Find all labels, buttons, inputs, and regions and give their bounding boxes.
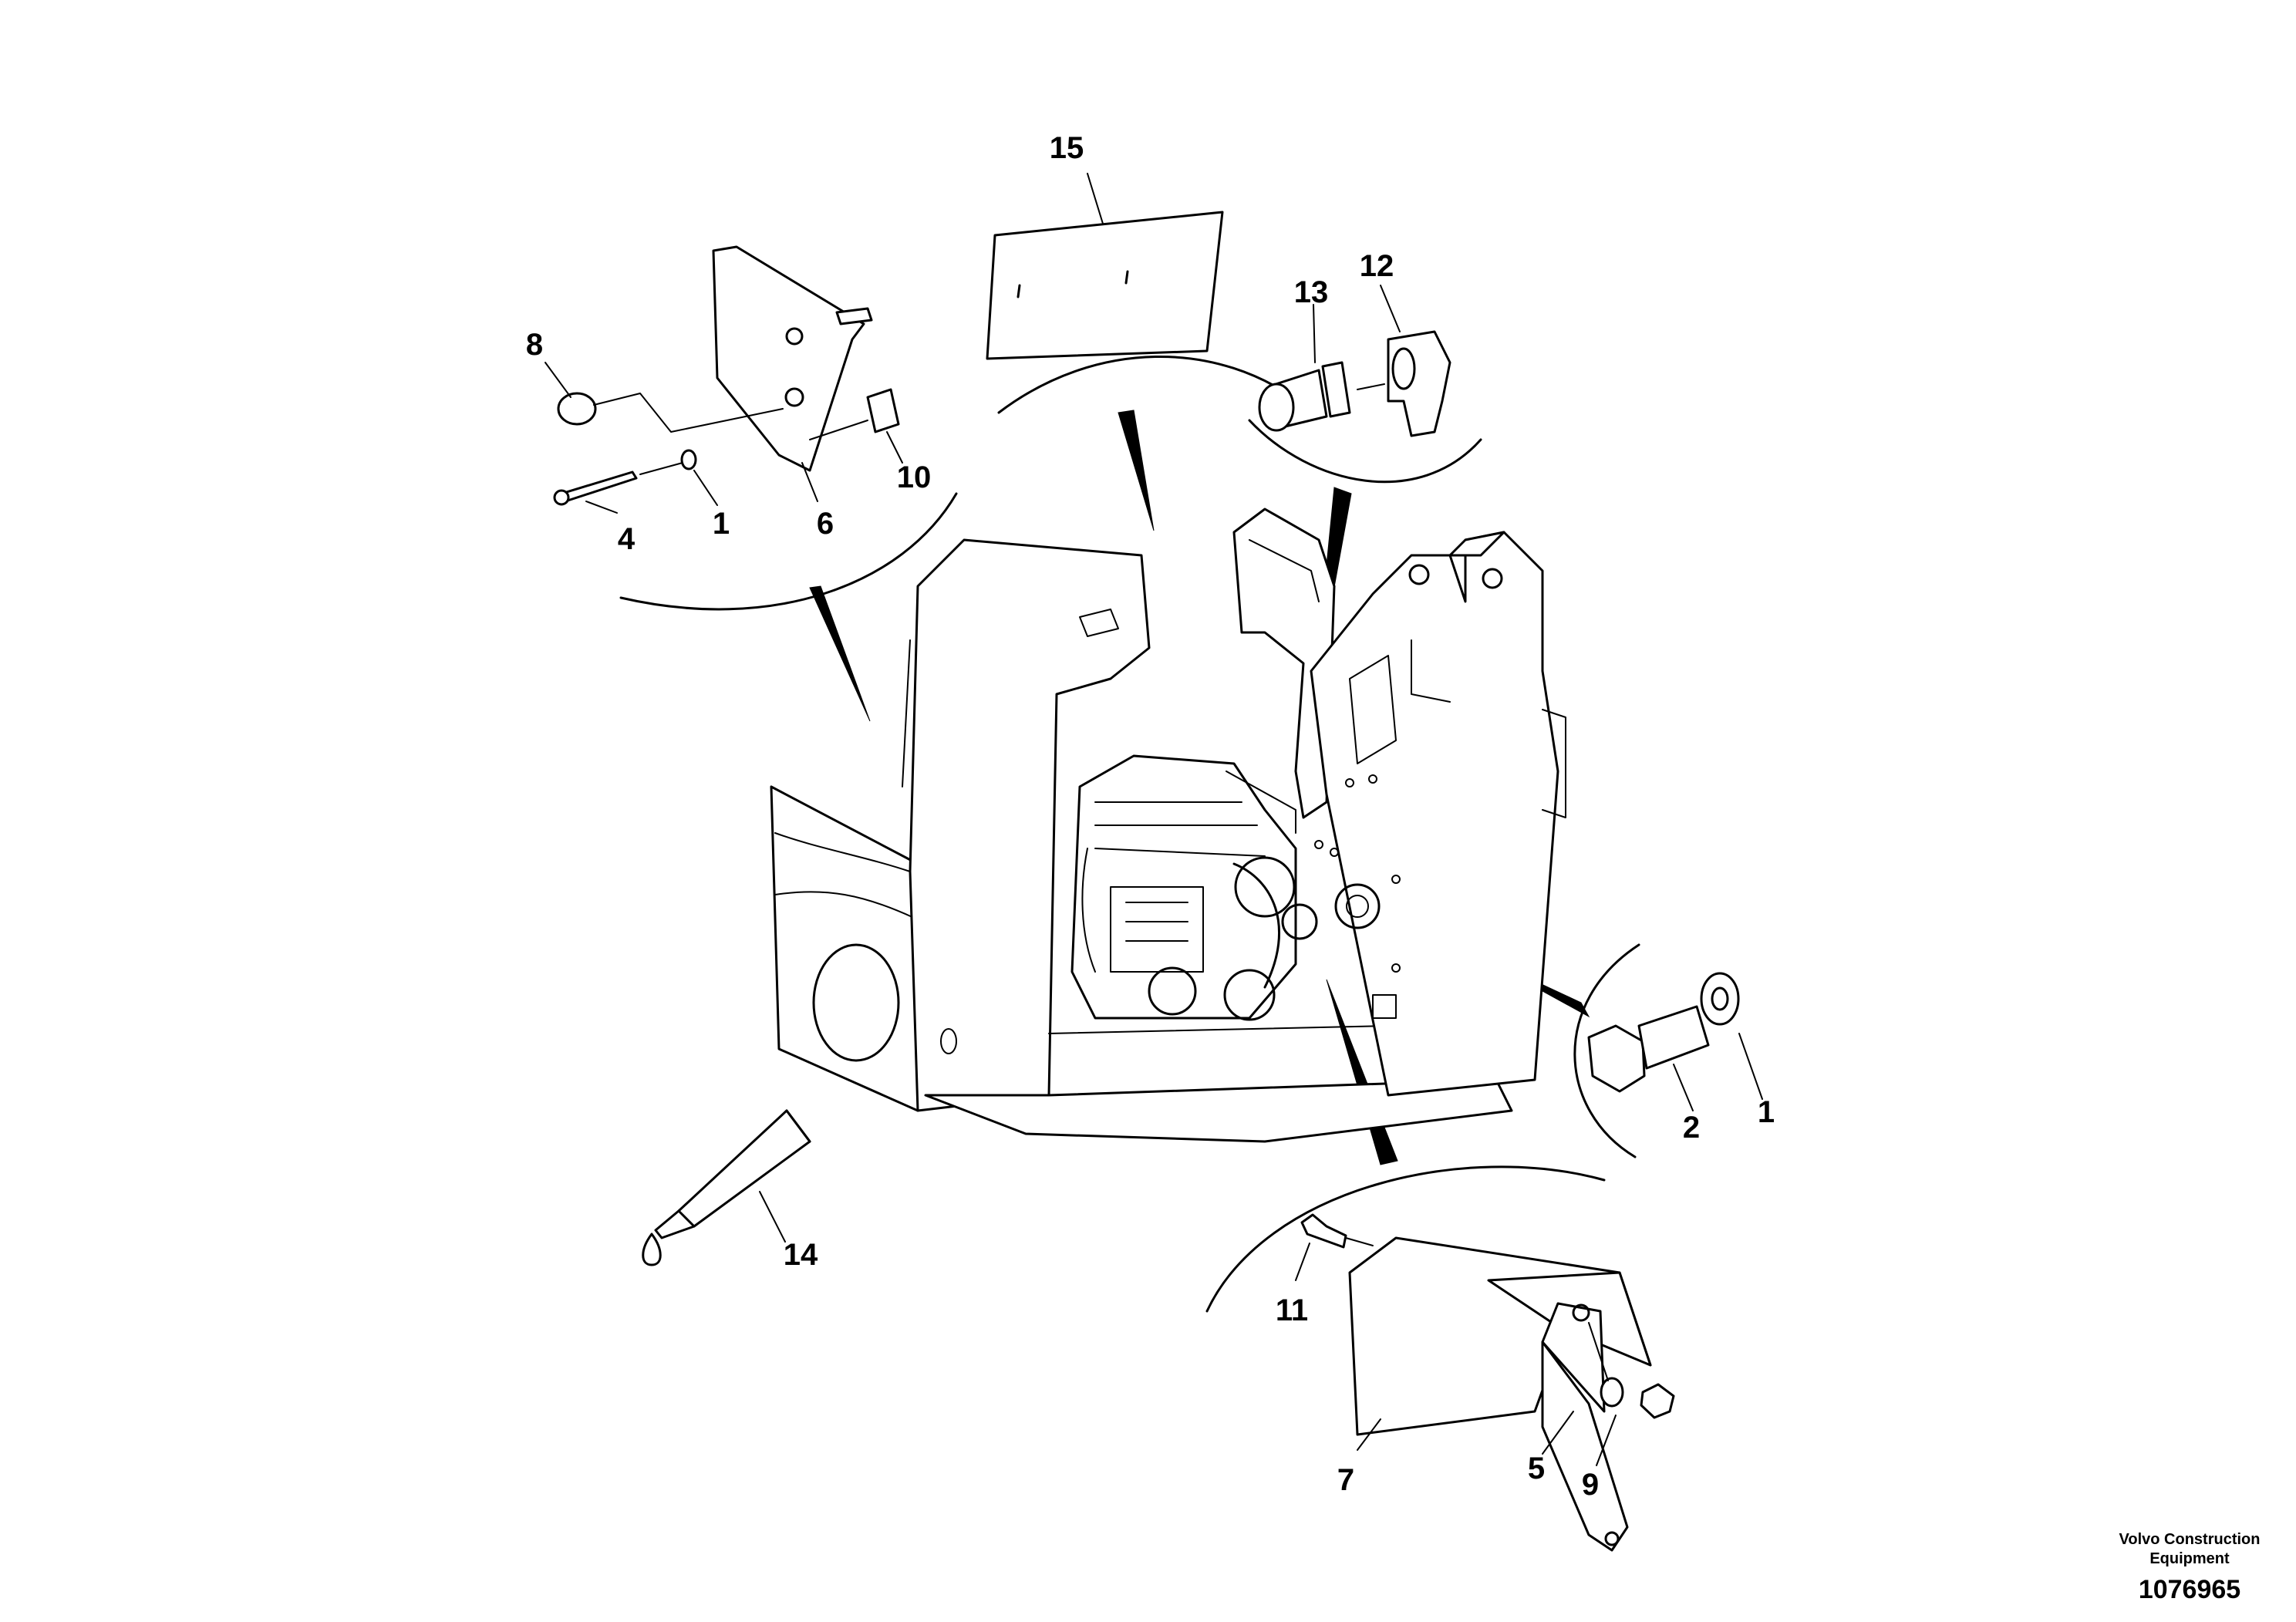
- part-2-bolt-head: [1587, 1024, 1646, 1093]
- detail-arc-bracket: [619, 492, 958, 611]
- fitting-detail: [1258, 285, 1451, 437]
- flywheel-opening: [812, 943, 900, 1062]
- part-15-decal: [986, 173, 1224, 360]
- part-1-washer: [680, 449, 697, 470]
- detail-arc-bolt: [1573, 943, 1640, 1158]
- callout-14: 14: [784, 1238, 818, 1272]
- part-9-nut: [1640, 1383, 1675, 1419]
- pointer-bracket: [809, 585, 871, 722]
- part-14-sealant-tube: [642, 1109, 811, 1266]
- engine: [1070, 754, 1318, 1021]
- guard-detail: [1295, 1213, 1675, 1552]
- bulkhead: [1232, 508, 1336, 819]
- part-6-bracket: [712, 245, 865, 472]
- frame-bore: [1334, 883, 1381, 929]
- skid-plate: [924, 1078, 1513, 1143]
- bolt-washer-detail: [1587, 972, 1763, 1111]
- pointer-decal: [1118, 410, 1155, 531]
- footer-block: Volvo Construction Equipment 1076965: [2119, 1531, 2261, 1604]
- main-frame-assembly: [770, 508, 1566, 1143]
- callout-2: 2: [1683, 1111, 1700, 1145]
- company-name-line1: Volvo Construction: [2119, 1531, 2261, 1548]
- callout-9: 9: [1582, 1468, 1599, 1502]
- drawing-number: 1076965: [2139, 1575, 2240, 1604]
- part-5-washer: [1600, 1377, 1624, 1408]
- callout-11: 11: [1276, 1293, 1308, 1327]
- detail-arc-decal: [997, 356, 1305, 414]
- callout-7: 7: [1337, 1463, 1354, 1497]
- callout-1-bracket: 1: [713, 507, 730, 541]
- part-4-bolt: [560, 470, 638, 503]
- callout-8: 8: [526, 328, 543, 362]
- part-10-sleeve: [866, 388, 900, 433]
- detail-arc-guard: [1205, 1165, 1606, 1313]
- part-8-plug: [557, 392, 597, 426]
- callout-15: 15: [1050, 131, 1084, 165]
- part-1-washer-b: [1700, 972, 1740, 1026]
- callout-labels: 15 8 4 1 6 10 13 12 2 1 14 11 7 5 9: [526, 131, 1775, 1502]
- detail-arc-fitting: [1248, 419, 1482, 484]
- company-name-line2: Equipment: [2149, 1550, 2230, 1567]
- bracket-detail: [544, 245, 903, 514]
- part-2-bolt-shank: [1637, 1005, 1710, 1070]
- callout-4: 4: [618, 522, 636, 556]
- callout-1-bolt: 1: [1758, 1095, 1775, 1129]
- chassis-left: [770, 785, 919, 1112]
- right-frame: [1310, 531, 1559, 1097]
- callout-13: 13: [1294, 275, 1329, 309]
- part-7-guard-bracket: [1541, 1340, 1629, 1552]
- callout-6: 6: [817, 507, 834, 541]
- callout-10: 10: [897, 460, 932, 494]
- side-cover: [909, 538, 1151, 1112]
- part-11-bolt: [1300, 1213, 1347, 1249]
- callout-12: 12: [1360, 249, 1394, 283]
- part-12-elbow: [1387, 330, 1451, 437]
- callout-5: 5: [1528, 1452, 1545, 1485]
